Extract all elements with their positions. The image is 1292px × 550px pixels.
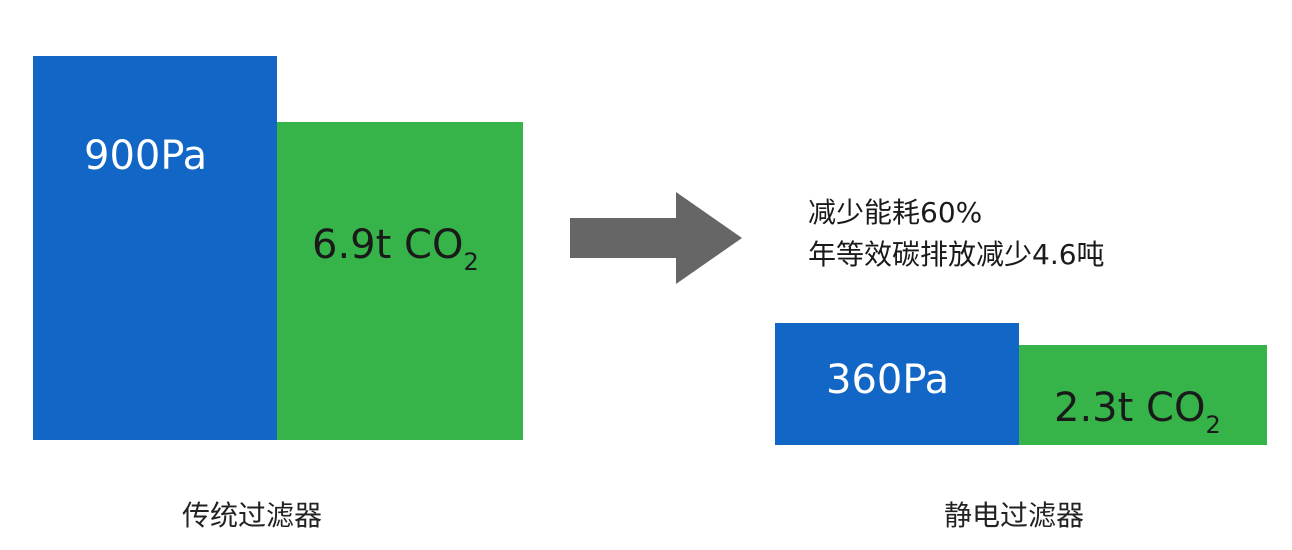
emission-label-traditional: 6.9t CO2 [312, 222, 479, 276]
annotation-line-energy: 减少能耗60% [808, 196, 983, 229]
pressure-label-electrostatic: 360Pa [826, 357, 950, 403]
emission-bar-traditional [277, 122, 523, 440]
pressure-label-traditional: 900Pa [84, 133, 208, 179]
savings-annotation: 减少能耗60% 年等效碳排放减少4.6吨 [808, 192, 1105, 276]
emission-label-electrostatic: 2.3t CO2 [1054, 385, 1221, 439]
emission-bar-electrostatic [1019, 345, 1267, 445]
annotation-line-carbon: 年等效碳排放减少4.6吨 [808, 238, 1105, 271]
right-arrow-icon [570, 192, 742, 284]
pressure-bar-traditional [33, 56, 277, 440]
group-label-traditional: 传统过滤器 [182, 499, 323, 532]
pressure-bar-electrostatic [775, 323, 1019, 445]
group-label-electrostatic: 静电过滤器 [944, 499, 1085, 532]
